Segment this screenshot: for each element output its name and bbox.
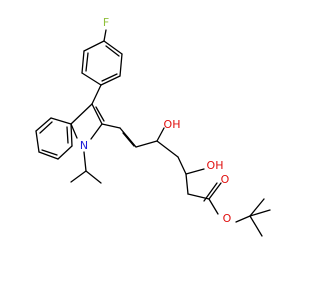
aryl-indole-bond (91, 84, 102, 105)
indole-benzene-ring (35, 117, 73, 160)
pyrrole-ring (70, 103, 105, 140)
c-f-bond (103, 29, 107, 42)
side-chain (101, 123, 271, 237)
hydroxyl-lower-label: OH (207, 159, 224, 172)
chemical-structure: F N OH OH O O (35, 16, 271, 237)
isopropyl-group (70, 151, 102, 184)
ester-oxygen-label: O (223, 212, 232, 225)
fluorine-label: F (103, 16, 109, 29)
hydroxyl-upper-label: OH (164, 118, 181, 131)
fluorophenyl-ring (81, 40, 123, 86)
nitrogen-label: N (80, 139, 88, 152)
bonds-group (35, 29, 271, 237)
carbonyl-oxygen-label: O (221, 173, 230, 186)
